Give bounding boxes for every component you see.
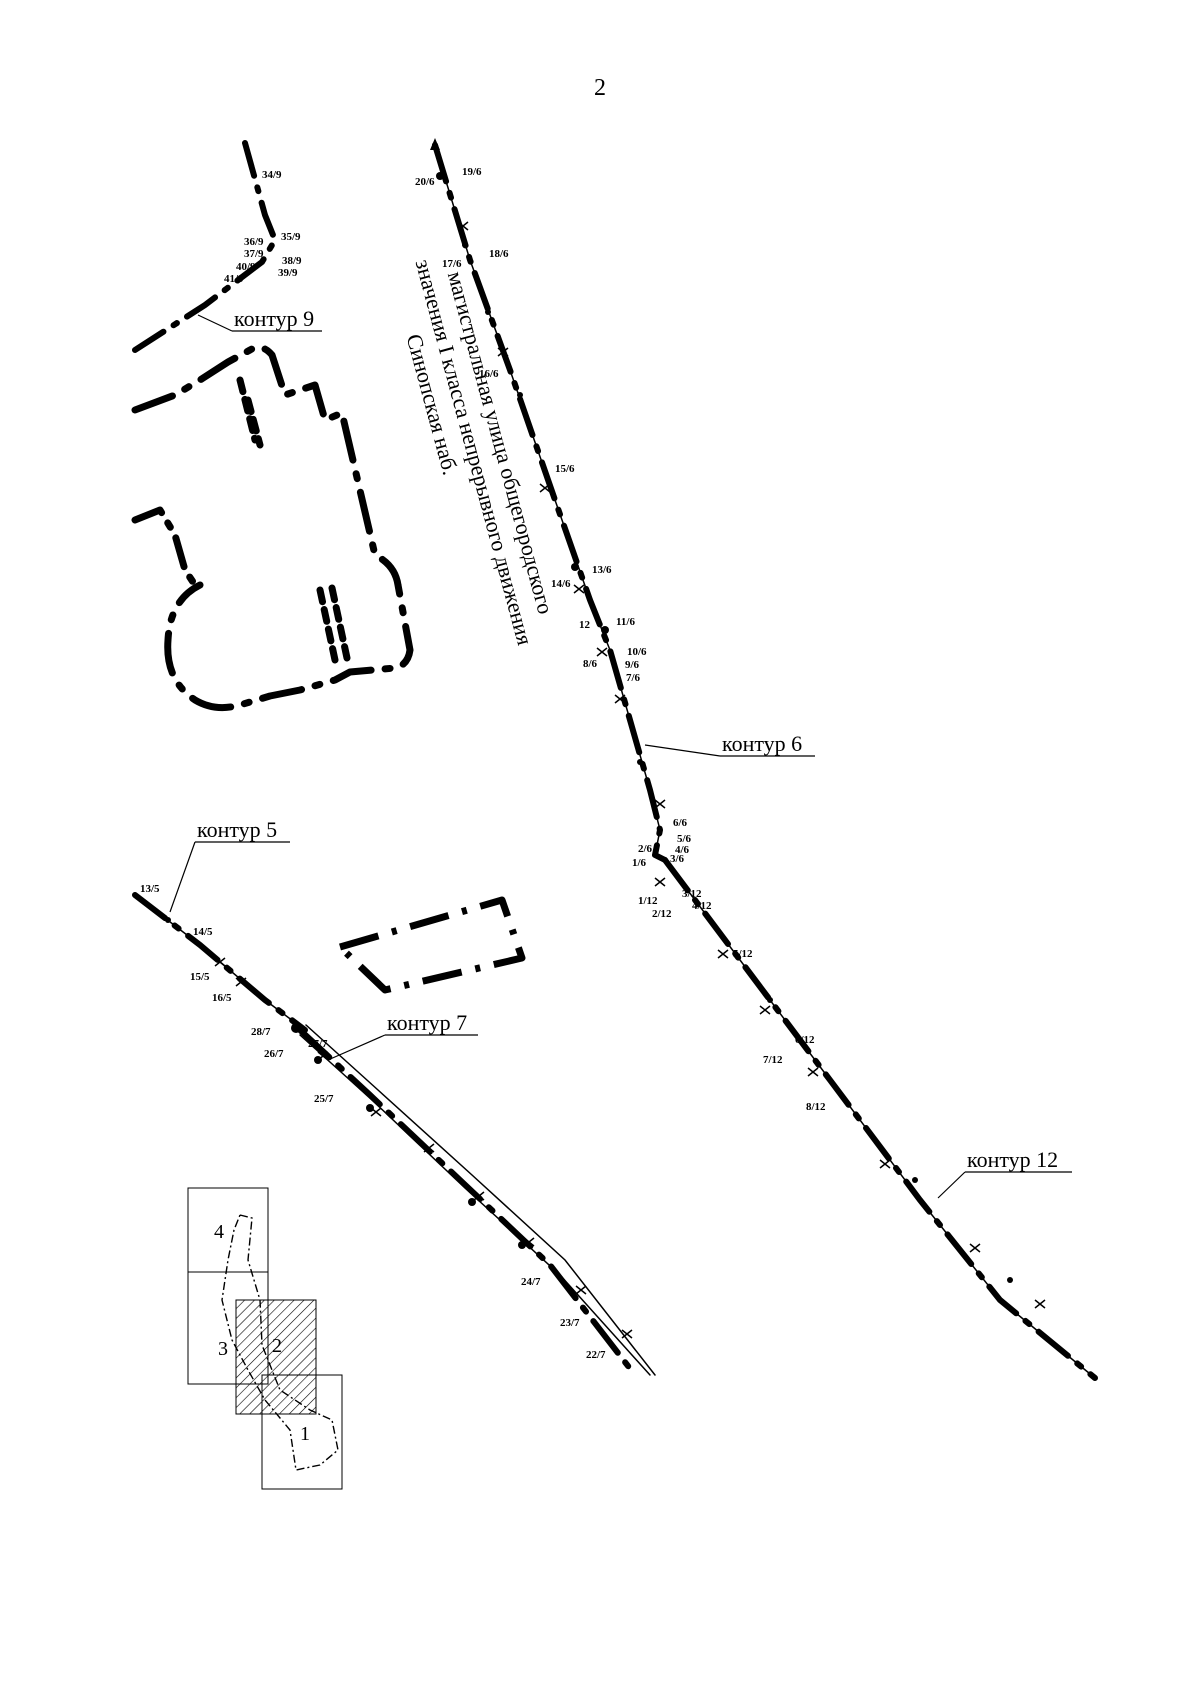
point-label: 24/7 [521, 1276, 541, 1288]
point-label: 1/6 [632, 857, 647, 869]
point-label: 23/7 [560, 1317, 580, 1329]
contour-6-road [432, 142, 668, 863]
point-label: 5/12 [733, 948, 753, 960]
contour-9-label: контур 9 [234, 306, 314, 331]
point-label: 2/12 [652, 908, 672, 920]
index-sheet [261, 1374, 343, 1490]
contour-6-leader [644, 744, 721, 757]
road-dots-6 [436, 172, 1013, 1283]
contour-9-road [132, 140, 279, 353]
sheet-index-map: 4 3 2 1 [187, 1187, 343, 1490]
point-label: 37/9 [244, 248, 264, 260]
point-label: 4/12 [692, 900, 712, 912]
north-arrow-tip [430, 138, 440, 150]
point-label: 2/6 [638, 843, 653, 855]
contour-6-label: контур 6 [722, 731, 802, 756]
point-label: 3/12 [682, 888, 702, 900]
point-label: 13/6 [592, 564, 612, 576]
point-label: 19/6 [462, 166, 482, 178]
point-label: 28/7 [251, 1026, 271, 1038]
point-label: 36/9 [244, 236, 264, 248]
point-label: 27/7 [308, 1038, 328, 1050]
point-label: 41/9 [224, 273, 244, 285]
contour-7-leader [327, 1034, 386, 1061]
point-label: 38/9 [282, 255, 302, 267]
point-label: 15/5 [190, 971, 210, 983]
point-label: 6/12 [795, 1034, 815, 1046]
point-label: 8/6 [583, 658, 598, 670]
point-label: 40/9 [236, 261, 256, 273]
index-sheet [187, 1187, 269, 1273]
contour-5-label: контур 5 [197, 817, 277, 842]
point-label: 9/6 [625, 659, 640, 671]
building-outline [131, 343, 414, 712]
boundary-markers-7 [214, 957, 633, 1339]
contour-5-leader [169, 841, 196, 913]
point-label: 3/6 [670, 853, 685, 865]
point-label: 20/6 [415, 176, 435, 188]
point-label: 26/7 [264, 1048, 284, 1060]
point-label: 6/6 [673, 817, 688, 829]
point-label: 8/12 [806, 1101, 826, 1113]
index-number-1: 1 [300, 1423, 310, 1445]
page-number: 2 [594, 75, 606, 101]
contour-12-road [662, 857, 1098, 1381]
index-number-2: 2 [272, 1335, 282, 1357]
point-label: 14/5 [193, 926, 213, 938]
index-sheet-current [235, 1299, 317, 1415]
point-label: 22/7 [586, 1349, 606, 1361]
contour-7-label: контур 7 [387, 1010, 467, 1035]
index-boundary [221, 1214, 339, 1471]
contour-12-leader [937, 1171, 966, 1199]
point-label: 16/6 [479, 368, 499, 380]
point-label: 7/12 [763, 1054, 783, 1066]
plot-outline [336, 896, 526, 994]
point-label: 12 [579, 619, 591, 631]
point-label: 17/6 [442, 258, 462, 270]
contour-12-label: контур 12 [967, 1147, 1058, 1172]
boundary-markers-6 [457, 221, 1046, 1309]
point-label: 14/6 [551, 578, 571, 590]
point-label: 18/6 [489, 248, 509, 260]
point-label: 11/6 [616, 616, 635, 628]
point-label: 13/5 [140, 883, 160, 895]
index-number-4: 4 [214, 1221, 224, 1243]
point-label: 4/6 [675, 844, 690, 856]
contour-7-road [297, 1024, 656, 1378]
point-label: 39/9 [278, 267, 298, 279]
point-label: 35/9 [281, 231, 301, 243]
point-label: 25/7 [314, 1093, 334, 1105]
index-number-3: 3 [218, 1338, 228, 1360]
contour-9-leader [197, 314, 233, 332]
road-dots-7 [165, 917, 526, 1249]
point-label: 15/6 [555, 463, 575, 475]
point-label: 16/5 [212, 992, 232, 1004]
point-label: 5/6 [677, 833, 692, 845]
point-label: 34/9 [262, 169, 282, 181]
point-label: 7/6 [626, 672, 641, 684]
point-label: 10/6 [627, 646, 647, 658]
point-label: 1/12 [638, 895, 658, 907]
